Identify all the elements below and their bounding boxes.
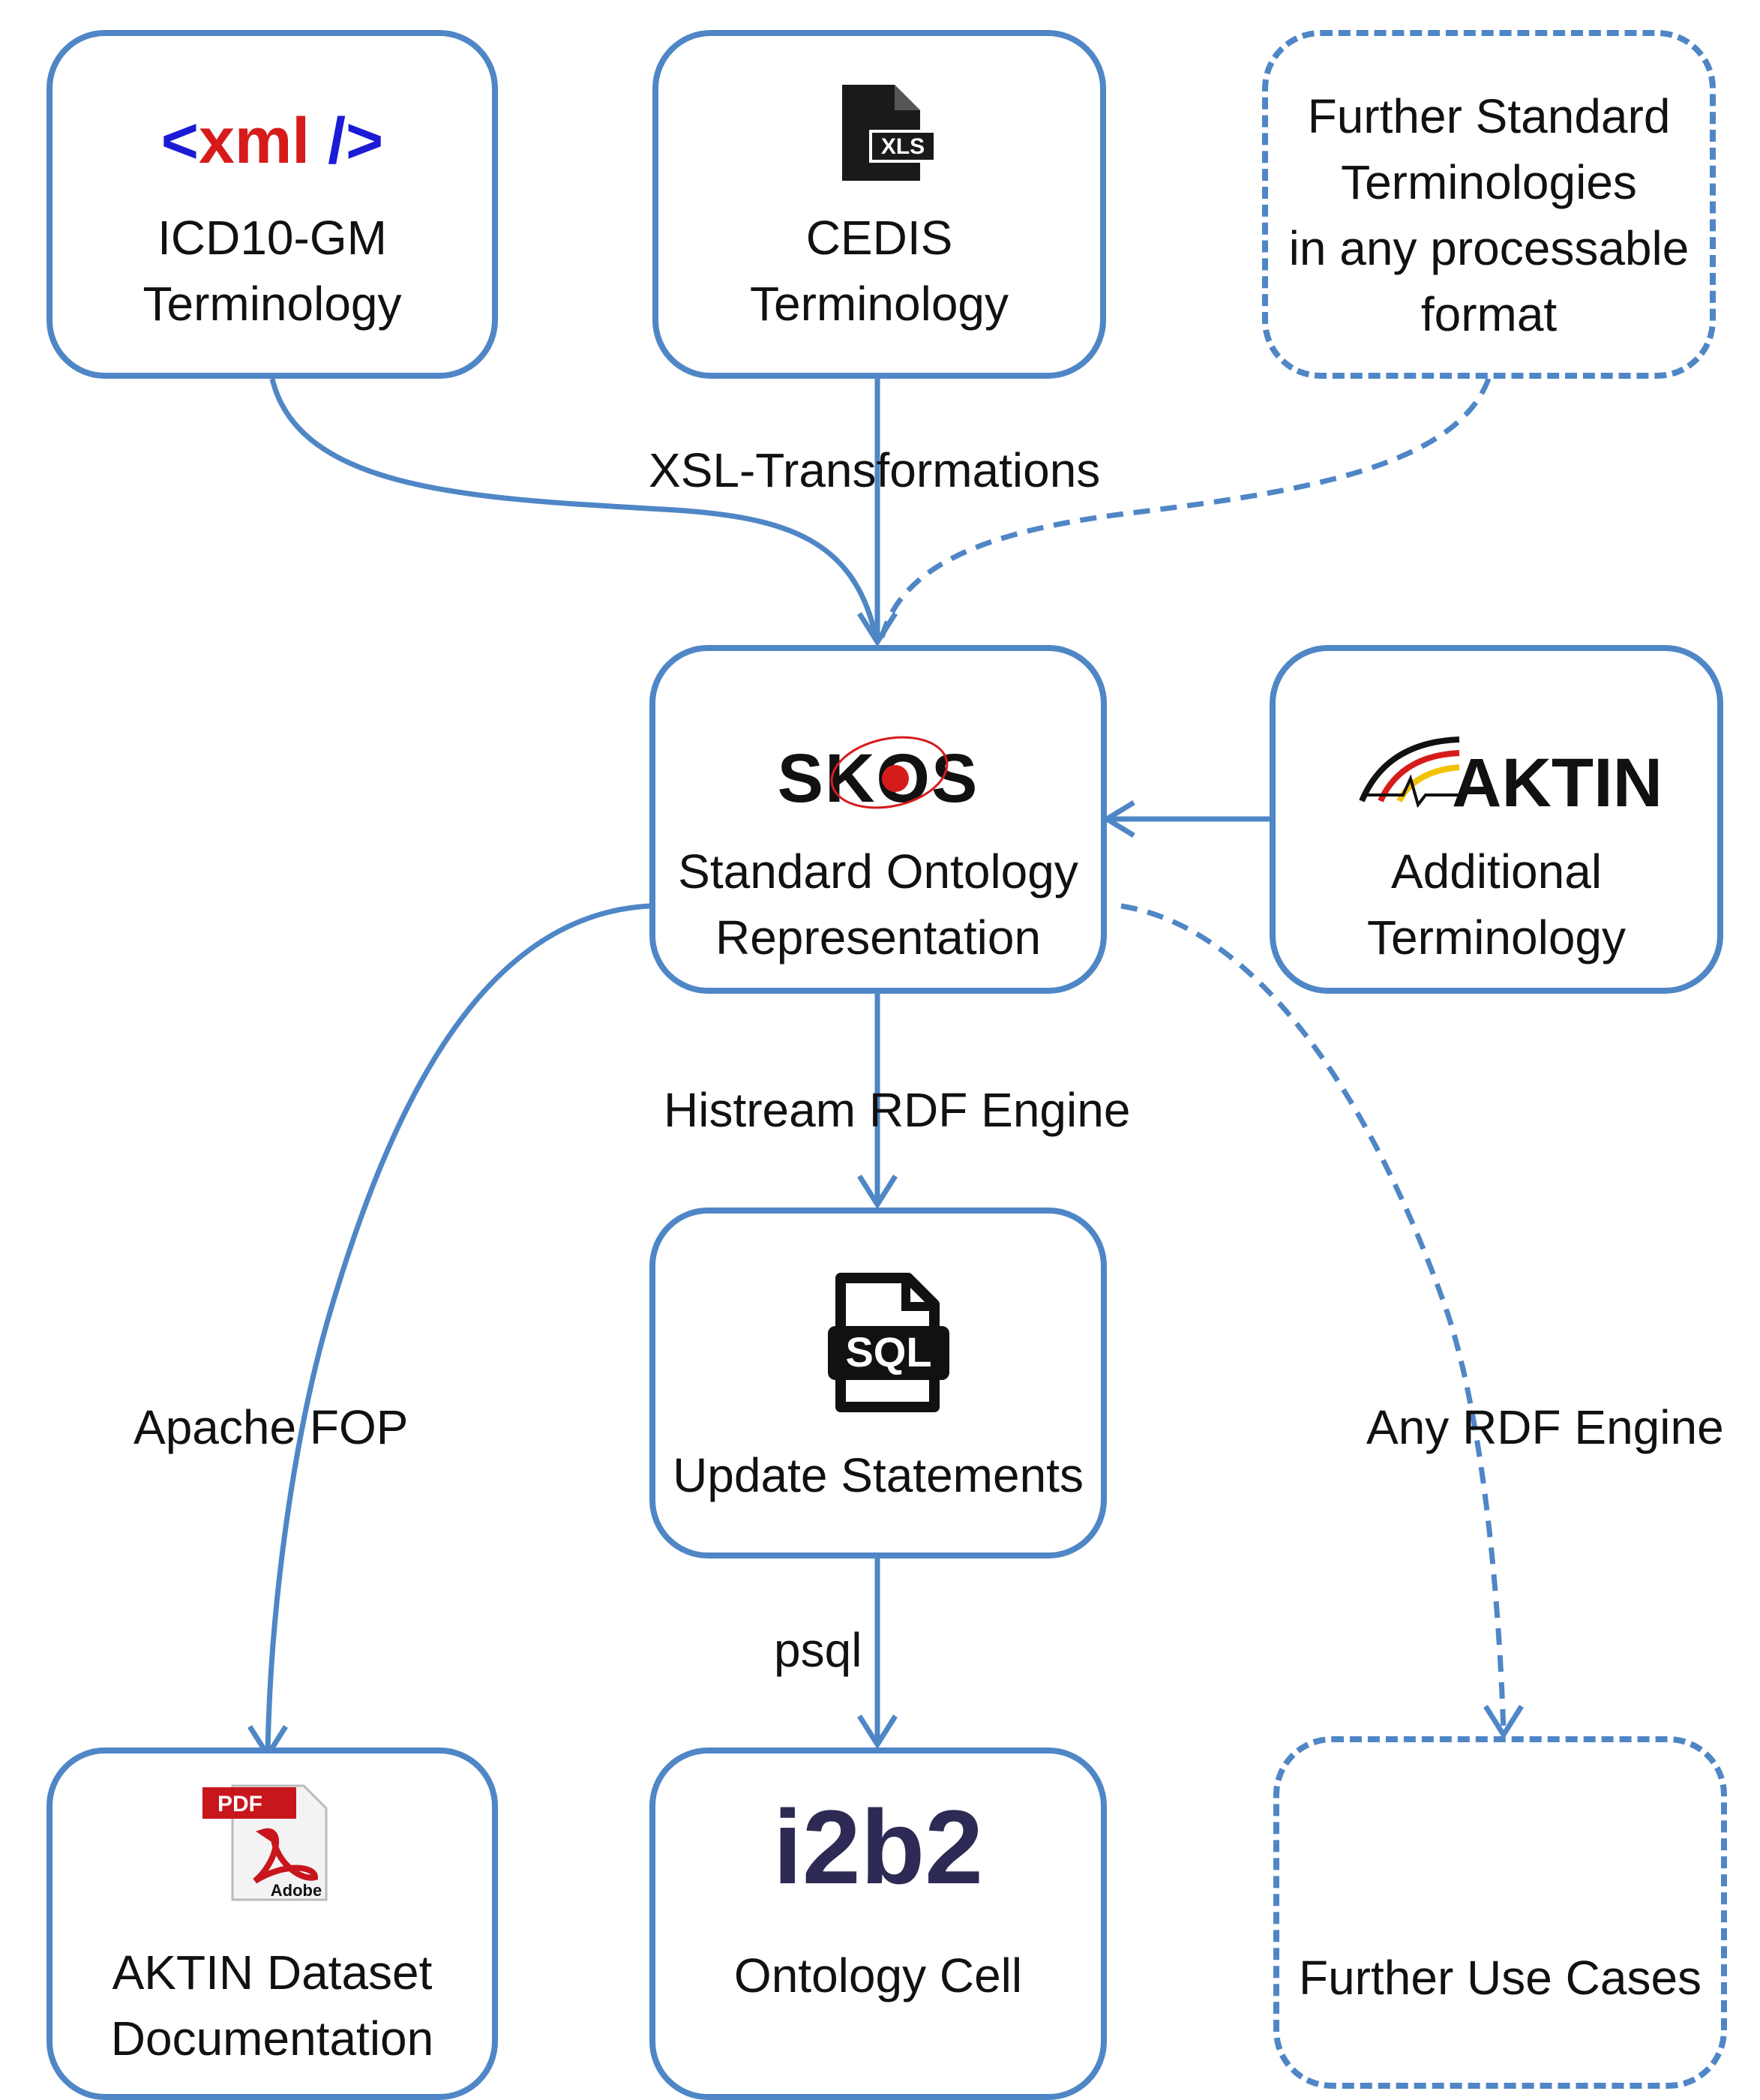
svg-text:Adobe: Adobe — [271, 1881, 322, 1900]
node-skos: SKOS Standard Ontology Representation — [649, 645, 1107, 994]
edge-skos-to-further-uses — [1120, 903, 1507, 1733]
edge-label-histream: Histream RDF Engine — [664, 1083, 1131, 1137]
edge-label-psql: psql — [774, 1623, 862, 1677]
svg-text:XLS: XLS — [881, 134, 925, 159]
node-further-line2: Terminologies — [1341, 155, 1637, 209]
arrowhead-into-i2b2 — [857, 1714, 898, 1750]
node-further-line4: format — [1420, 287, 1558, 341]
node-cedis-line1: CEDIS — [805, 211, 953, 265]
edge-further-to-skos — [879, 377, 1492, 638]
node-icd10-terminology: <xml /> ICD10-GM Terminology — [46, 30, 498, 379]
node-further-line3: in any processable — [1288, 221, 1690, 275]
node-aktin-line2: Terminology — [1366, 910, 1627, 964]
node-cedis-line2: Terminology — [749, 277, 1009, 331]
node-cedis-terminology: XLS CEDIS Terminology — [652, 30, 1106, 379]
node-i2b2-line1: Ontology Cell — [733, 1948, 1023, 2002]
node-skos-line2: Representation — [715, 910, 1042, 964]
edge-label-xsl: XSL-Transformations — [649, 443, 1101, 497]
aktin-swoosh-icon — [1359, 736, 1460, 808]
edge-label-apache-fop: Apache FOP — [133, 1400, 409, 1454]
xml-logo: <xml /> — [160, 105, 384, 177]
node-icd10-line2: Terminology — [142, 277, 402, 331]
aktin-logo: AKTIN — [1452, 745, 1663, 821]
arrowhead-into-skos-right — [1102, 800, 1135, 838]
svg-text:PDF: PDF — [217, 1792, 262, 1816]
node-update-statements: SQL Update Statements — [649, 1208, 1107, 1558]
node-doc-line1: AKTIN Dataset — [112, 1946, 433, 2000]
arrowhead-into-skos — [857, 612, 898, 647]
edge-icd10-to-skos — [269, 378, 879, 638]
node-aktin-doc: PDF Adobe AKTIN Dataset Documentation — [46, 1748, 498, 2100]
arrowhead-into-update — [857, 1174, 898, 1210]
node-i2b2: i2b2 Ontology Cell — [649, 1748, 1107, 2100]
svg-text:SQL: SQL — [845, 1328, 931, 1376]
node-further-terminologies: Further Standard Terminologies in any pr… — [1262, 30, 1716, 379]
node-update-line1: Update Statements — [673, 1448, 1084, 1502]
pdf-file-icon: PDF Adobe — [202, 1784, 328, 1901]
arrowhead-into-further-uses — [1483, 1705, 1524, 1740]
node-icd10-line1: ICD10-GM — [157, 211, 387, 265]
node-further-uses-line1: Further Use Cases — [1298, 1951, 1702, 2005]
node-further-use-cases: Further Use Cases — [1273, 1736, 1727, 2089]
node-aktin-line1: Additional — [1390, 844, 1603, 898]
i2b2-logo: i2b2 — [772, 1788, 984, 1906]
edge-label-any-rdf: Any RDF Engine — [1366, 1400, 1724, 1454]
node-aktin-additional: AKTIN Additional Terminology — [1270, 645, 1723, 994]
edge-skos-to-doc — [265, 903, 650, 1756]
xls-file-icon: XLS — [842, 85, 935, 181]
skos-orbit-icon — [830, 736, 949, 809]
node-doc-line2: Documentation — [110, 2012, 434, 2066]
sql-file-icon: SQL — [828, 1273, 949, 1412]
node-skos-line1: Standard Ontology — [678, 844, 1078, 898]
node-further-line1: Further Standard — [1307, 89, 1671, 143]
